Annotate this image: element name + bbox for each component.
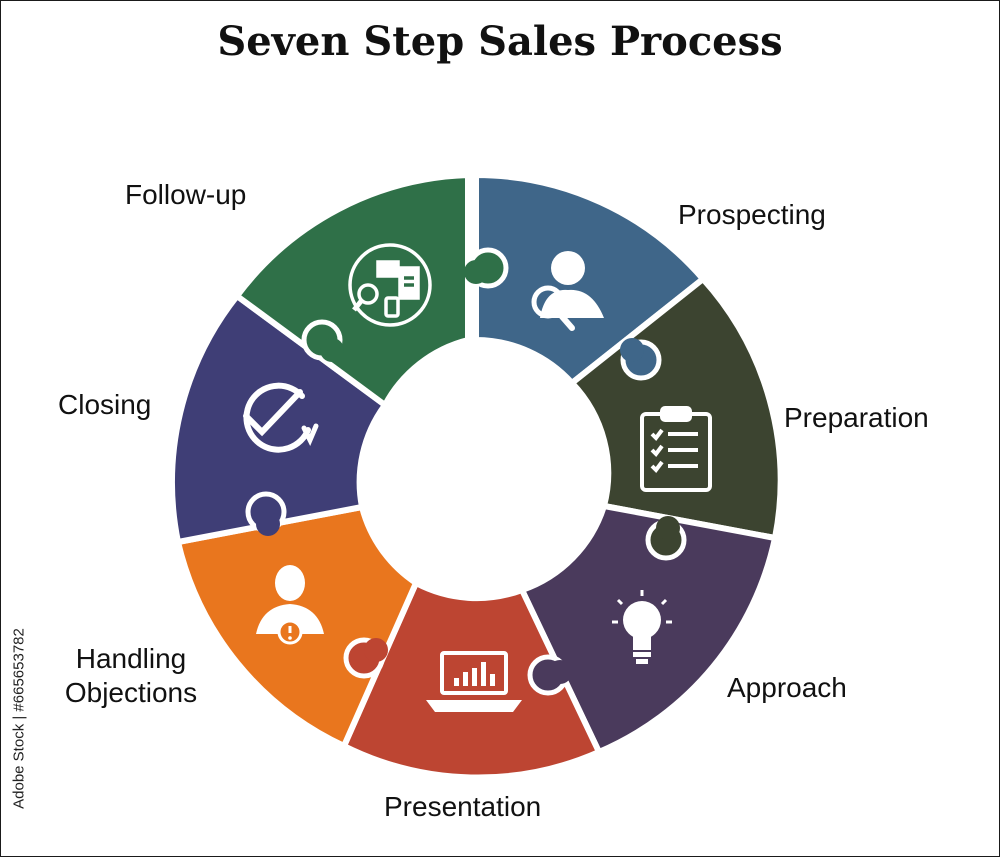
clipboard-checklist-icon <box>640 406 712 492</box>
segment-prospecting <box>473 172 706 386</box>
label-closing: Closing <box>58 389 152 420</box>
label-handling-objections: Handling Objections <box>46 642 216 710</box>
user-search-icon <box>531 251 604 331</box>
segment-presentation <box>341 580 602 781</box>
knob-join <box>464 260 488 284</box>
knob-join <box>364 638 388 662</box>
knob-join <box>656 516 680 540</box>
person-alert-icon <box>256 565 324 645</box>
label-handling-line2: Objections <box>64 677 198 708</box>
label-preparation: Preparation <box>784 402 929 433</box>
diagram-title: Seven Step Sales Process <box>217 18 783 65</box>
knob-join <box>320 338 344 362</box>
knob-join <box>548 660 572 684</box>
stock-credit: Adobe Stock | #665653782 <box>4 610 34 830</box>
knob-join <box>256 512 280 536</box>
laptop-chart-icon <box>426 651 522 712</box>
check-cycle-icon <box>243 382 319 453</box>
segment-follow-up <box>234 172 471 408</box>
label-follow-up: Follow-up <box>125 179 247 210</box>
label-approach: Approach <box>727 672 847 703</box>
stock-credit-text: Adobe Stock | #665653782 <box>10 628 28 809</box>
lightbulb-icon <box>612 590 672 664</box>
label-presentation: Presentation <box>384 791 542 822</box>
knob-join <box>620 338 644 362</box>
label-handling-line1: Handling <box>75 643 187 674</box>
segment-closing <box>169 293 388 545</box>
label-prospecting: Prospecting <box>678 199 826 230</box>
message-search-icon <box>348 243 432 327</box>
